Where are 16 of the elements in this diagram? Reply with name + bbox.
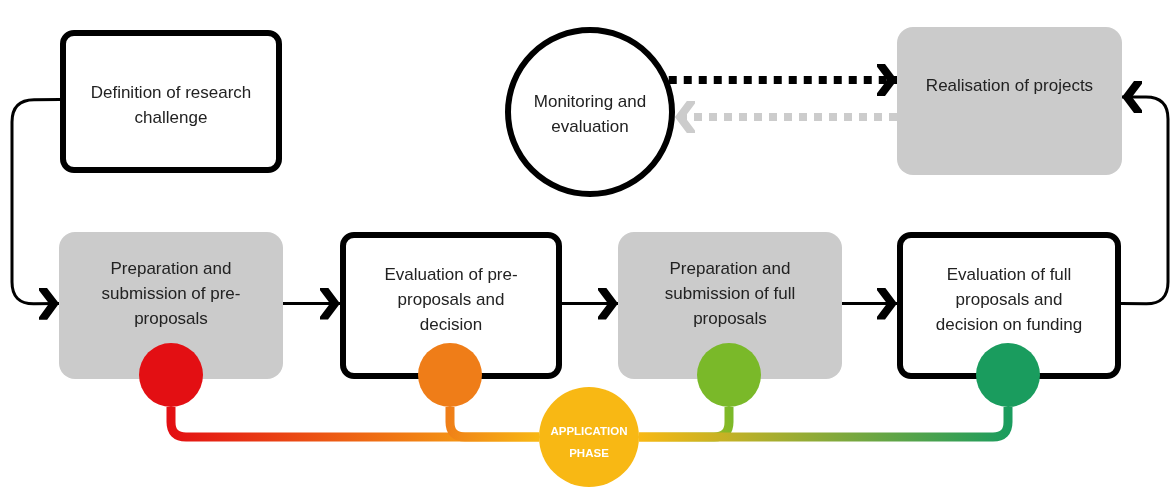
node-label: Definition of research challenge [89,82,253,129]
process-box [60,30,282,173]
connector-line [445,407,539,442]
node-label: APPLICATION PHASE [549,424,629,461]
connector-line [639,407,1013,442]
node-label: Realisation of projects [925,75,1094,97]
process-box [59,232,283,379]
process-box [897,27,1122,175]
node-label: Preparation and submission of pre-proposals [100,258,242,330]
node-label: Evaluation of full proposals and decision on funding [934,264,1084,336]
process-box [897,232,1121,379]
node-label: Evaluation of pre-proposals and decision [383,264,519,336]
node-label: Monitoring and evaluation [532,91,648,138]
process-box [618,232,842,379]
node-label: Preparation and submission of full proposals [663,258,797,330]
process-box [340,232,562,379]
